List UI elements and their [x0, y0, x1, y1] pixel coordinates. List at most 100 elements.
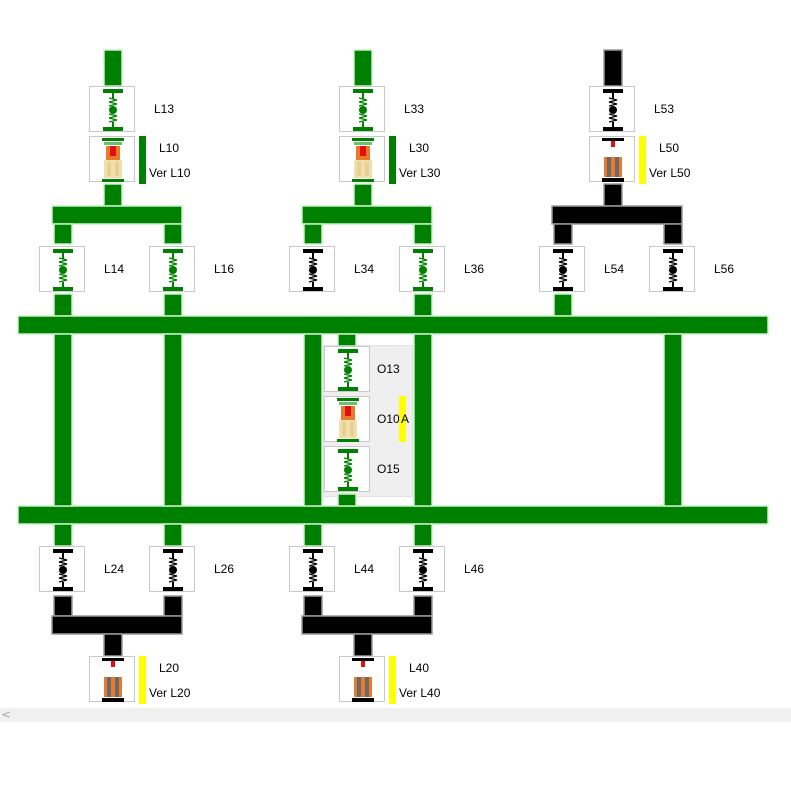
device-l34[interactable]: [289, 246, 335, 292]
disconnect-switch-open-icon: [303, 549, 323, 591]
device-label: L44: [354, 562, 375, 576]
device-sublabel: Ver L20: [149, 686, 191, 700]
energized-busbar-segment: [163, 523, 183, 547]
device-label: O15: [377, 462, 400, 476]
disconnect-switch-open-icon: [303, 249, 323, 291]
disconnect-switch-closed-icon: [413, 249, 433, 291]
circuit-breaker-open-icon: [102, 658, 124, 702]
device-label: L54: [604, 262, 625, 276]
disconnect-switch-closed-icon: [338, 449, 358, 491]
energized-busbar-segment: [303, 223, 323, 245]
device-l54[interactable]: [539, 246, 585, 292]
device-label: O10: [377, 412, 400, 426]
horizontal-scrollbar[interactable]: <: [0, 708, 791, 722]
energized-busbar-segment: [413, 223, 433, 245]
energized-busbar-segment: [413, 523, 433, 547]
energized-busbar-segment: [413, 333, 433, 507]
energized-busbar-segment: [337, 333, 357, 347]
scroll-left-arrow-icon[interactable]: <: [1, 708, 11, 721]
device-l13[interactable]: [89, 86, 135, 132]
deenergized-busbar-segment: [353, 633, 373, 657]
deenergized-busbar-segment: [663, 223, 683, 245]
disconnect-switch-open-icon: [553, 249, 573, 291]
deenergized-busbar-segment: [553, 223, 573, 245]
status-indicator: [389, 136, 396, 184]
device-label: L36: [464, 262, 485, 276]
warning-indicator: [639, 136, 646, 184]
device-label: L53: [654, 102, 675, 116]
deenergized-busbar-segment: [413, 595, 433, 617]
device-o10[interactable]: [324, 396, 370, 442]
device-label: L34: [354, 262, 375, 276]
device-flag: A: [401, 412, 410, 426]
disconnect-switch-open-icon: [413, 549, 433, 591]
device-label: L46: [464, 562, 485, 576]
device-l56[interactable]: [649, 246, 695, 292]
device-l50[interactable]: [589, 136, 635, 182]
disconnect-switch-closed-icon: [338, 349, 358, 391]
device-l46[interactable]: [399, 546, 445, 592]
disconnect-switch-open-icon: [663, 249, 683, 291]
device-l33[interactable]: [339, 86, 385, 132]
energized-busbar-segment: [663, 333, 683, 507]
deenergized-busbar-segment: [163, 595, 183, 617]
energized-busbar-segment: [163, 293, 183, 317]
warning-indicator: [399, 396, 406, 442]
circuit-breaker-closed-icon: [337, 398, 359, 442]
status-indicator: [139, 136, 146, 184]
device-l26[interactable]: [149, 546, 195, 592]
device-label: L16: [214, 262, 235, 276]
disconnect-switch-open-icon: [163, 549, 183, 591]
disconnect-switch-closed-icon: [103, 89, 123, 131]
warning-indicator: [139, 656, 146, 704]
device-l10[interactable]: [89, 136, 135, 182]
energized-busbar-segment: [17, 315, 769, 335]
energized-busbar-segment: [103, 183, 123, 207]
device-l44[interactable]: [289, 546, 335, 592]
device-l40[interactable]: [339, 656, 385, 702]
energized-busbar-segment: [353, 183, 373, 207]
device-l14[interactable]: [39, 246, 85, 292]
device-sublabel: Ver L30: [399, 166, 441, 180]
device-label: L50: [659, 141, 680, 155]
device-o13[interactable]: [324, 346, 370, 392]
energized-busbar-segment: [163, 223, 183, 245]
energized-busbar-segment: [553, 293, 573, 317]
device-l16[interactable]: [149, 246, 195, 292]
energized-busbar-segment: [163, 333, 183, 507]
device-label: L20: [159, 661, 180, 675]
energized-busbar-segment: [103, 49, 123, 87]
energized-busbar-segment: [303, 333, 323, 507]
device-label: L30: [409, 141, 430, 155]
energized-busbar-segment: [301, 205, 433, 225]
deenergized-busbar-segment: [303, 595, 323, 617]
disconnect-switch-closed-icon: [163, 249, 183, 291]
disconnect-switch-closed-icon: [353, 89, 373, 131]
device-l24[interactable]: [39, 546, 85, 592]
device-o15[interactable]: [324, 446, 370, 492]
device-l53[interactable]: [589, 86, 635, 132]
deenergized-busbar-segment: [551, 205, 683, 225]
device-sublabel: Ver L10: [149, 166, 191, 180]
device-sublabel: Ver L50: [649, 166, 691, 180]
disconnect-switch-open-icon: [603, 89, 623, 131]
deenergized-busbar-segment: [51, 615, 183, 635]
device-label: L40: [409, 661, 430, 675]
device-label: L26: [214, 562, 235, 576]
device-l30[interactable]: [339, 136, 385, 182]
device-label: O13: [377, 362, 400, 376]
energized-busbar-segment: [53, 293, 73, 317]
circuit-breaker-open-icon: [602, 138, 624, 182]
disconnect-switch-open-icon: [53, 549, 73, 591]
circuit-breaker-closed-icon: [102, 138, 124, 182]
device-l36[interactable]: [399, 246, 445, 292]
energized-busbar-segment: [353, 49, 373, 87]
device-sublabel: Ver L40: [399, 686, 441, 700]
device-label: L24: [104, 562, 125, 576]
warning-indicator: [389, 656, 396, 704]
device-l20[interactable]: [89, 656, 135, 702]
device-label: L14: [104, 262, 125, 276]
deenergized-busbar-segment: [103, 633, 123, 657]
energized-busbar-segment: [337, 493, 357, 507]
